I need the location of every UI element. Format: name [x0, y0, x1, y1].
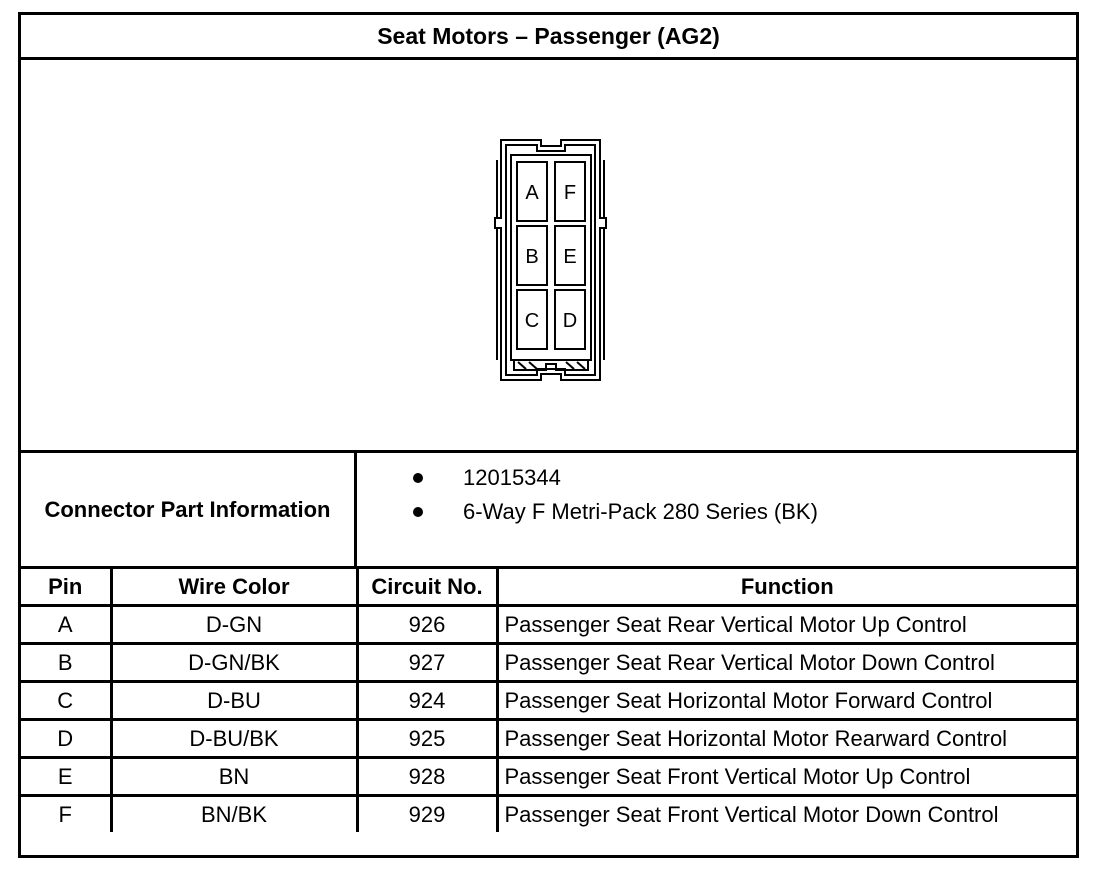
page-title: Seat Motors – Passenger (AG2): [21, 15, 1076, 60]
pin-cell: D: [21, 718, 113, 759]
part-info-list: 12015344 6-Way F Metri-Pack 280 Series (…: [357, 453, 1076, 566]
circuit-cell: 924: [355, 680, 499, 721]
circuit-cell: 927: [355, 642, 499, 683]
function-cell: Passenger Seat Horizontal Motor Forward …: [495, 680, 1076, 721]
connector-diagram-panel: A F B E C D: [21, 60, 1076, 453]
table-row: F BN/BK 929 Passenger Seat Front Vertica…: [21, 794, 1076, 832]
table-header-row: Pin Wire Color Circuit No. Function: [21, 569, 1076, 607]
wire-color-cell: D-GN/BK: [109, 642, 359, 683]
pin-label: C: [525, 310, 539, 332]
pin-cavity: [554, 289, 586, 350]
wire-color-cell: D-BU: [109, 680, 359, 721]
circuit-cell: 926: [355, 604, 499, 645]
table-row: D D-BU/BK 925 Passenger Seat Horizontal …: [21, 718, 1076, 759]
pin-label: F: [564, 182, 576, 204]
connector-diagram: A F B E C D: [494, 139, 607, 381]
pin-label: A: [525, 182, 539, 204]
column-header: Circuit No.: [355, 569, 499, 607]
bullet-icon: [413, 507, 423, 517]
pin-cell: F: [21, 794, 113, 832]
function-cell: Passenger Seat Front Vertical Motor Down…: [495, 794, 1076, 832]
bullet-icon: [413, 473, 423, 483]
function-cell: Passenger Seat Rear Vertical Motor Down …: [495, 642, 1076, 683]
part-number: 12015344: [463, 465, 561, 490]
function-cell: Passenger Seat Rear Vertical Motor Up Co…: [495, 604, 1076, 645]
pin-cavity: [516, 161, 548, 222]
circuit-cell: 929: [355, 794, 499, 832]
column-header: Pin: [21, 569, 113, 607]
part-description: 6-Way F Metri-Pack 280 Series (BK): [463, 499, 818, 524]
pin-cell: B: [21, 642, 113, 683]
function-cell: Passenger Seat Front Vertical Motor Up C…: [495, 756, 1076, 797]
table-row: C D-BU 924 Passenger Seat Horizontal Mot…: [21, 680, 1076, 721]
pin-cell: E: [21, 756, 113, 797]
connector-sheet: Seat Motors – Passenger (AG2): [18, 12, 1079, 858]
pin-label: D: [563, 310, 577, 332]
pinout-table: Pin Wire Color Circuit No. Function A D-…: [21, 569, 1076, 832]
pin-label: B: [525, 246, 538, 268]
part-info-label: Connector Part Information: [21, 453, 357, 566]
table-row: A D-GN 926 Passenger Seat Rear Vertical …: [21, 604, 1076, 645]
pin-cell: C: [21, 680, 113, 721]
column-header: Wire Color: [109, 569, 359, 607]
pin-cavity: [516, 289, 548, 350]
column-header: Function: [495, 569, 1076, 607]
wire-color-cell: BN: [109, 756, 359, 797]
circuit-cell: 928: [355, 756, 499, 797]
connector-part-info: Connector Part Information 12015344 6-Wa…: [21, 453, 1076, 569]
table-row: B D-GN/BK 927 Passenger Seat Rear Vertic…: [21, 642, 1076, 683]
pin-cavity: [554, 161, 586, 222]
wire-color-cell: D-GN: [109, 604, 359, 645]
wire-color-cell: BN/BK: [109, 794, 359, 832]
pin-label: E: [563, 246, 576, 268]
pin-cell: A: [21, 604, 113, 645]
circuit-cell: 925: [355, 718, 499, 759]
wire-color-cell: D-BU/BK: [109, 718, 359, 759]
pin-cavity: [554, 225, 586, 286]
function-cell: Passenger Seat Horizontal Motor Rearward…: [495, 718, 1076, 759]
table-row: E BN 928 Passenger Seat Front Vertical M…: [21, 756, 1076, 797]
pin-cavity: [516, 225, 548, 286]
